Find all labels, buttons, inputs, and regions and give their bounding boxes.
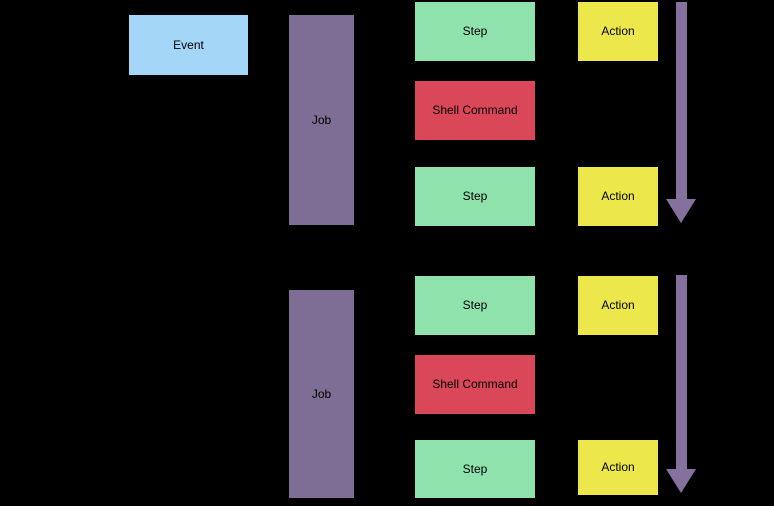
arrow-head-down-icon — [666, 199, 696, 223]
step-label: Step — [462, 24, 488, 39]
arrow-shaft — [675, 2, 687, 199]
arrow-head-down-icon — [666, 469, 696, 493]
action-label: Action — [601, 298, 635, 313]
node-job-2: Job — [289, 290, 354, 498]
action-label: Action — [601, 24, 635, 39]
arrow-shaft — [675, 275, 687, 469]
step-label: Step — [462, 298, 488, 313]
action-label: Action — [601, 189, 635, 204]
node-step-2: Step — [415, 167, 535, 226]
action-label: Action — [601, 460, 635, 475]
node-job-1: Job — [289, 15, 354, 225]
job-label: Job — [311, 386, 332, 401]
node-action-2: Action — [578, 167, 658, 226]
node-step-1: Step — [415, 2, 535, 61]
step-label: Step — [462, 189, 488, 204]
shell-command-label: Shell Command — [432, 377, 518, 392]
step-label: Step — [462, 461, 488, 476]
event-label: Event — [173, 37, 204, 52]
node-event-1: Event — [129, 15, 248, 75]
node-action-3: Action — [578, 276, 658, 335]
node-step-3: Step — [415, 276, 535, 335]
job-label: Job — [311, 112, 332, 127]
node-shell-command-1: Shell Command — [415, 81, 535, 140]
node-action-4: Action — [578, 440, 658, 495]
node-step-4: Step — [415, 440, 535, 498]
node-action-1: Action — [578, 2, 658, 61]
node-shell-command-2: Shell Command — [415, 355, 535, 414]
shell-command-label: Shell Command — [432, 103, 518, 118]
